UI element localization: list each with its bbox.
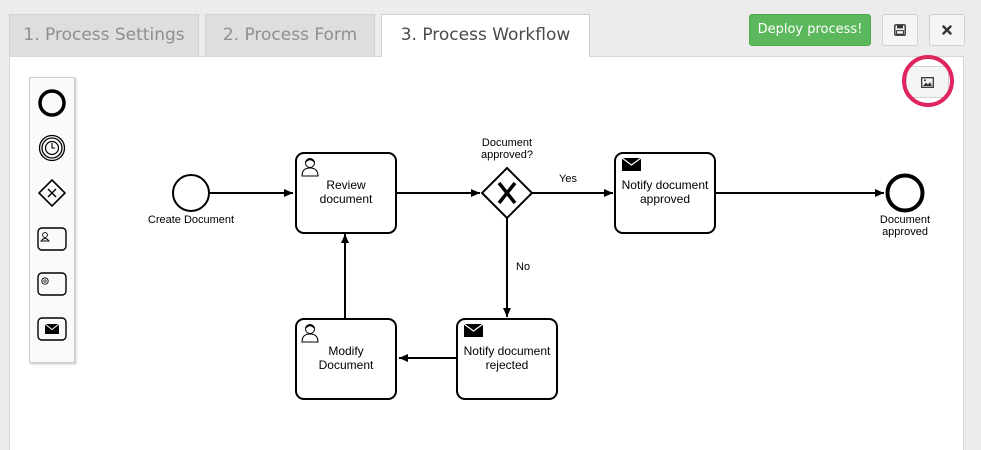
task-notify-rejected-line1: Notify document: [464, 344, 551, 358]
palette-service-task[interactable]: [30, 264, 74, 304]
service-task-icon: [37, 272, 67, 296]
message-task-icon: [37, 317, 67, 341]
gateway-label-line1: Document: [482, 137, 532, 149]
palette-end-event[interactable]: [30, 83, 74, 123]
tab-bar: 1. Process Settings 2. Process Form 3. P…: [0, 0, 981, 57]
task-notify-approved[interactable]: [614, 152, 716, 234]
element-palette: [29, 77, 75, 363]
task-notify-approved-line1: Notify document: [622, 178, 709, 192]
timer-event-icon: [38, 134, 66, 162]
floppy-disk-icon: [894, 24, 906, 36]
flow-yes-label: Yes: [559, 173, 577, 185]
start-event[interactable]: [172, 174, 210, 212]
task-notify-approved-line2: approved: [640, 192, 690, 206]
save-button[interactable]: [882, 14, 918, 46]
user-icon: [301, 158, 319, 177]
tab-process-workflow[interactable]: 3. Process Workflow: [381, 14, 590, 57]
envelope-icon: [621, 157, 642, 171]
gateway-x-icon: [497, 181, 517, 205]
task-review-document[interactable]: [295, 152, 397, 234]
task-review-label-line1: Review: [326, 178, 366, 192]
gateway-icon: [37, 178, 67, 208]
end-event-label-line2: approved: [882, 226, 928, 238]
task-notify-rejected[interactable]: [456, 318, 558, 400]
task-modify-document[interactable]: [295, 318, 397, 400]
envelope-icon: [463, 323, 484, 337]
tab-process-form[interactable]: 2. Process Form: [205, 14, 375, 56]
end-event[interactable]: [885, 173, 925, 213]
palette-timer-event[interactable]: [30, 128, 74, 168]
gateway-label-line2: approved?: [481, 149, 533, 161]
end-event-label-line1: Document: [880, 214, 930, 226]
flow-no-label: No: [516, 261, 530, 273]
deploy-process-button[interactable]: Deploy process!: [749, 14, 871, 46]
task-modify-label-line1: Modify: [328, 344, 363, 358]
task-notify-rejected-line2: rejected: [486, 358, 529, 372]
user-icon: [301, 324, 319, 343]
task-review-label-line2: document: [320, 192, 373, 206]
start-event-label: Create Document: [148, 214, 234, 226]
end-event-icon: [38, 89, 66, 117]
close-icon: [942, 25, 952, 35]
palette-message-task[interactable]: [30, 309, 74, 349]
tab-process-settings[interactable]: 1. Process Settings: [9, 14, 199, 56]
palette-user-task[interactable]: [30, 219, 74, 259]
export-image-button[interactable]: [906, 66, 949, 98]
image-icon: [921, 76, 934, 88]
task-modify-label-line2: Document: [319, 358, 374, 372]
palette-gateway[interactable]: [30, 173, 74, 213]
user-task-icon: [37, 227, 67, 251]
close-button[interactable]: [929, 14, 965, 46]
